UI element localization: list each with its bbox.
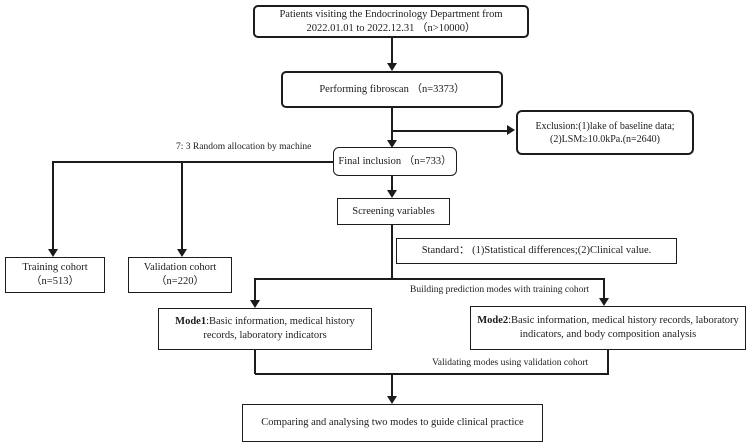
edge-label-allocation: 7: 3 Random allocation by machine	[176, 142, 312, 152]
node-validation-cohort: Validation cohort （n=220）	[128, 257, 232, 293]
node-exclusion-line2: (2)LSM≥10.0kPa.(n=2640)	[549, 133, 660, 145]
node-mode2-label: Mode2:Basic information, medical history…	[475, 314, 741, 341]
node-mode2: Mode2:Basic information, medical history…	[470, 306, 746, 350]
node-patients-line1: Patients visiting the Endocrinology Depa…	[279, 8, 503, 20]
node-exclusion-line1: Exclusion:(1)lake of baseline data;	[535, 120, 675, 132]
edge-label-validating: Validating modes using validation cohort	[432, 358, 589, 368]
arrowhead-training	[48, 249, 58, 257]
connector-allocation-horizontal	[53, 161, 333, 163]
node-fibroscan: Performing fibroscan （n=3373）	[281, 71, 503, 108]
connector-mode1-down	[254, 350, 256, 374]
connector-to-training	[52, 161, 54, 250]
connector-fibroscan-to-final	[391, 108, 393, 141]
node-training-cohort: Training cohort （n=513）	[5, 257, 105, 293]
node-validation-line1: Validation cohort	[143, 262, 217, 274]
arrowhead-comparing	[387, 396, 397, 404]
node-final-inclusion: Final inclusion （n=733）	[333, 147, 457, 176]
node-standard-label: Standard： (1)Statistical differences;(2)…	[421, 245, 652, 257]
node-final-inclusion-label: Final inclusion （n=733）	[338, 155, 452, 167]
arrowhead-fibroscan	[387, 63, 397, 71]
connector-mode2-down	[607, 350, 609, 374]
arrowhead-final-inclusion	[387, 140, 397, 148]
connector-mode-branch	[255, 278, 605, 280]
node-mode1-rest: :Basic information, medical history reco…	[203, 316, 355, 341]
node-comparing-label: Comparing and analysing two modes to gui…	[261, 417, 524, 429]
edge-label-building: Building prediction modes with training …	[410, 285, 590, 295]
node-patients-line2: 2022.01.01 to 2022.12.31 （n>10000）	[306, 22, 476, 34]
node-fibroscan-label: Performing fibroscan （n=3373）	[319, 83, 465, 95]
connector-to-validation	[181, 161, 183, 250]
connector-patients-to-fibroscan	[391, 37, 393, 64]
node-mode1-label: Mode1:Basic information, medical history…	[163, 315, 367, 342]
arrowhead-screening	[387, 190, 397, 198]
node-screening-variables: Screening variables	[337, 198, 450, 225]
node-exclusion: Exclusion:(1)lake of baseline data; (2)L…	[516, 110, 694, 155]
node-training-line1: Training cohort	[22, 262, 88, 274]
arrowhead-exclusion	[507, 125, 515, 135]
connector-screening-down	[391, 225, 393, 279]
connector-to-mode2	[603, 278, 605, 299]
connector-to-exclusion	[392, 130, 508, 132]
arrowhead-mode2	[599, 298, 609, 306]
node-patients: Patients visiting the Endocrinology Depa…	[253, 5, 529, 38]
connector-to-comparing	[391, 373, 393, 397]
node-training-line2: （n=513）	[31, 276, 79, 287]
node-mode1: Mode1:Basic information, medical history…	[158, 308, 372, 350]
connector-to-mode1	[254, 278, 256, 301]
node-standard: Standard： (1)Statistical differences;(2)…	[396, 238, 677, 264]
node-screening-label: Screening variables	[352, 205, 435, 217]
node-comparing: Comparing and analysing two modes to gui…	[242, 404, 543, 442]
arrowhead-mode1	[250, 300, 260, 308]
connector-final-to-screening	[391, 176, 393, 191]
node-validation-line2: （n=220）	[156, 276, 204, 287]
connector-converge	[255, 373, 609, 375]
arrowhead-validation	[177, 249, 187, 257]
node-mode2-rest: :Basic information, medical history reco…	[508, 315, 739, 340]
node-mode2-prefix: Mode2	[477, 315, 509, 327]
node-mode1-prefix: Mode1	[175, 316, 207, 328]
